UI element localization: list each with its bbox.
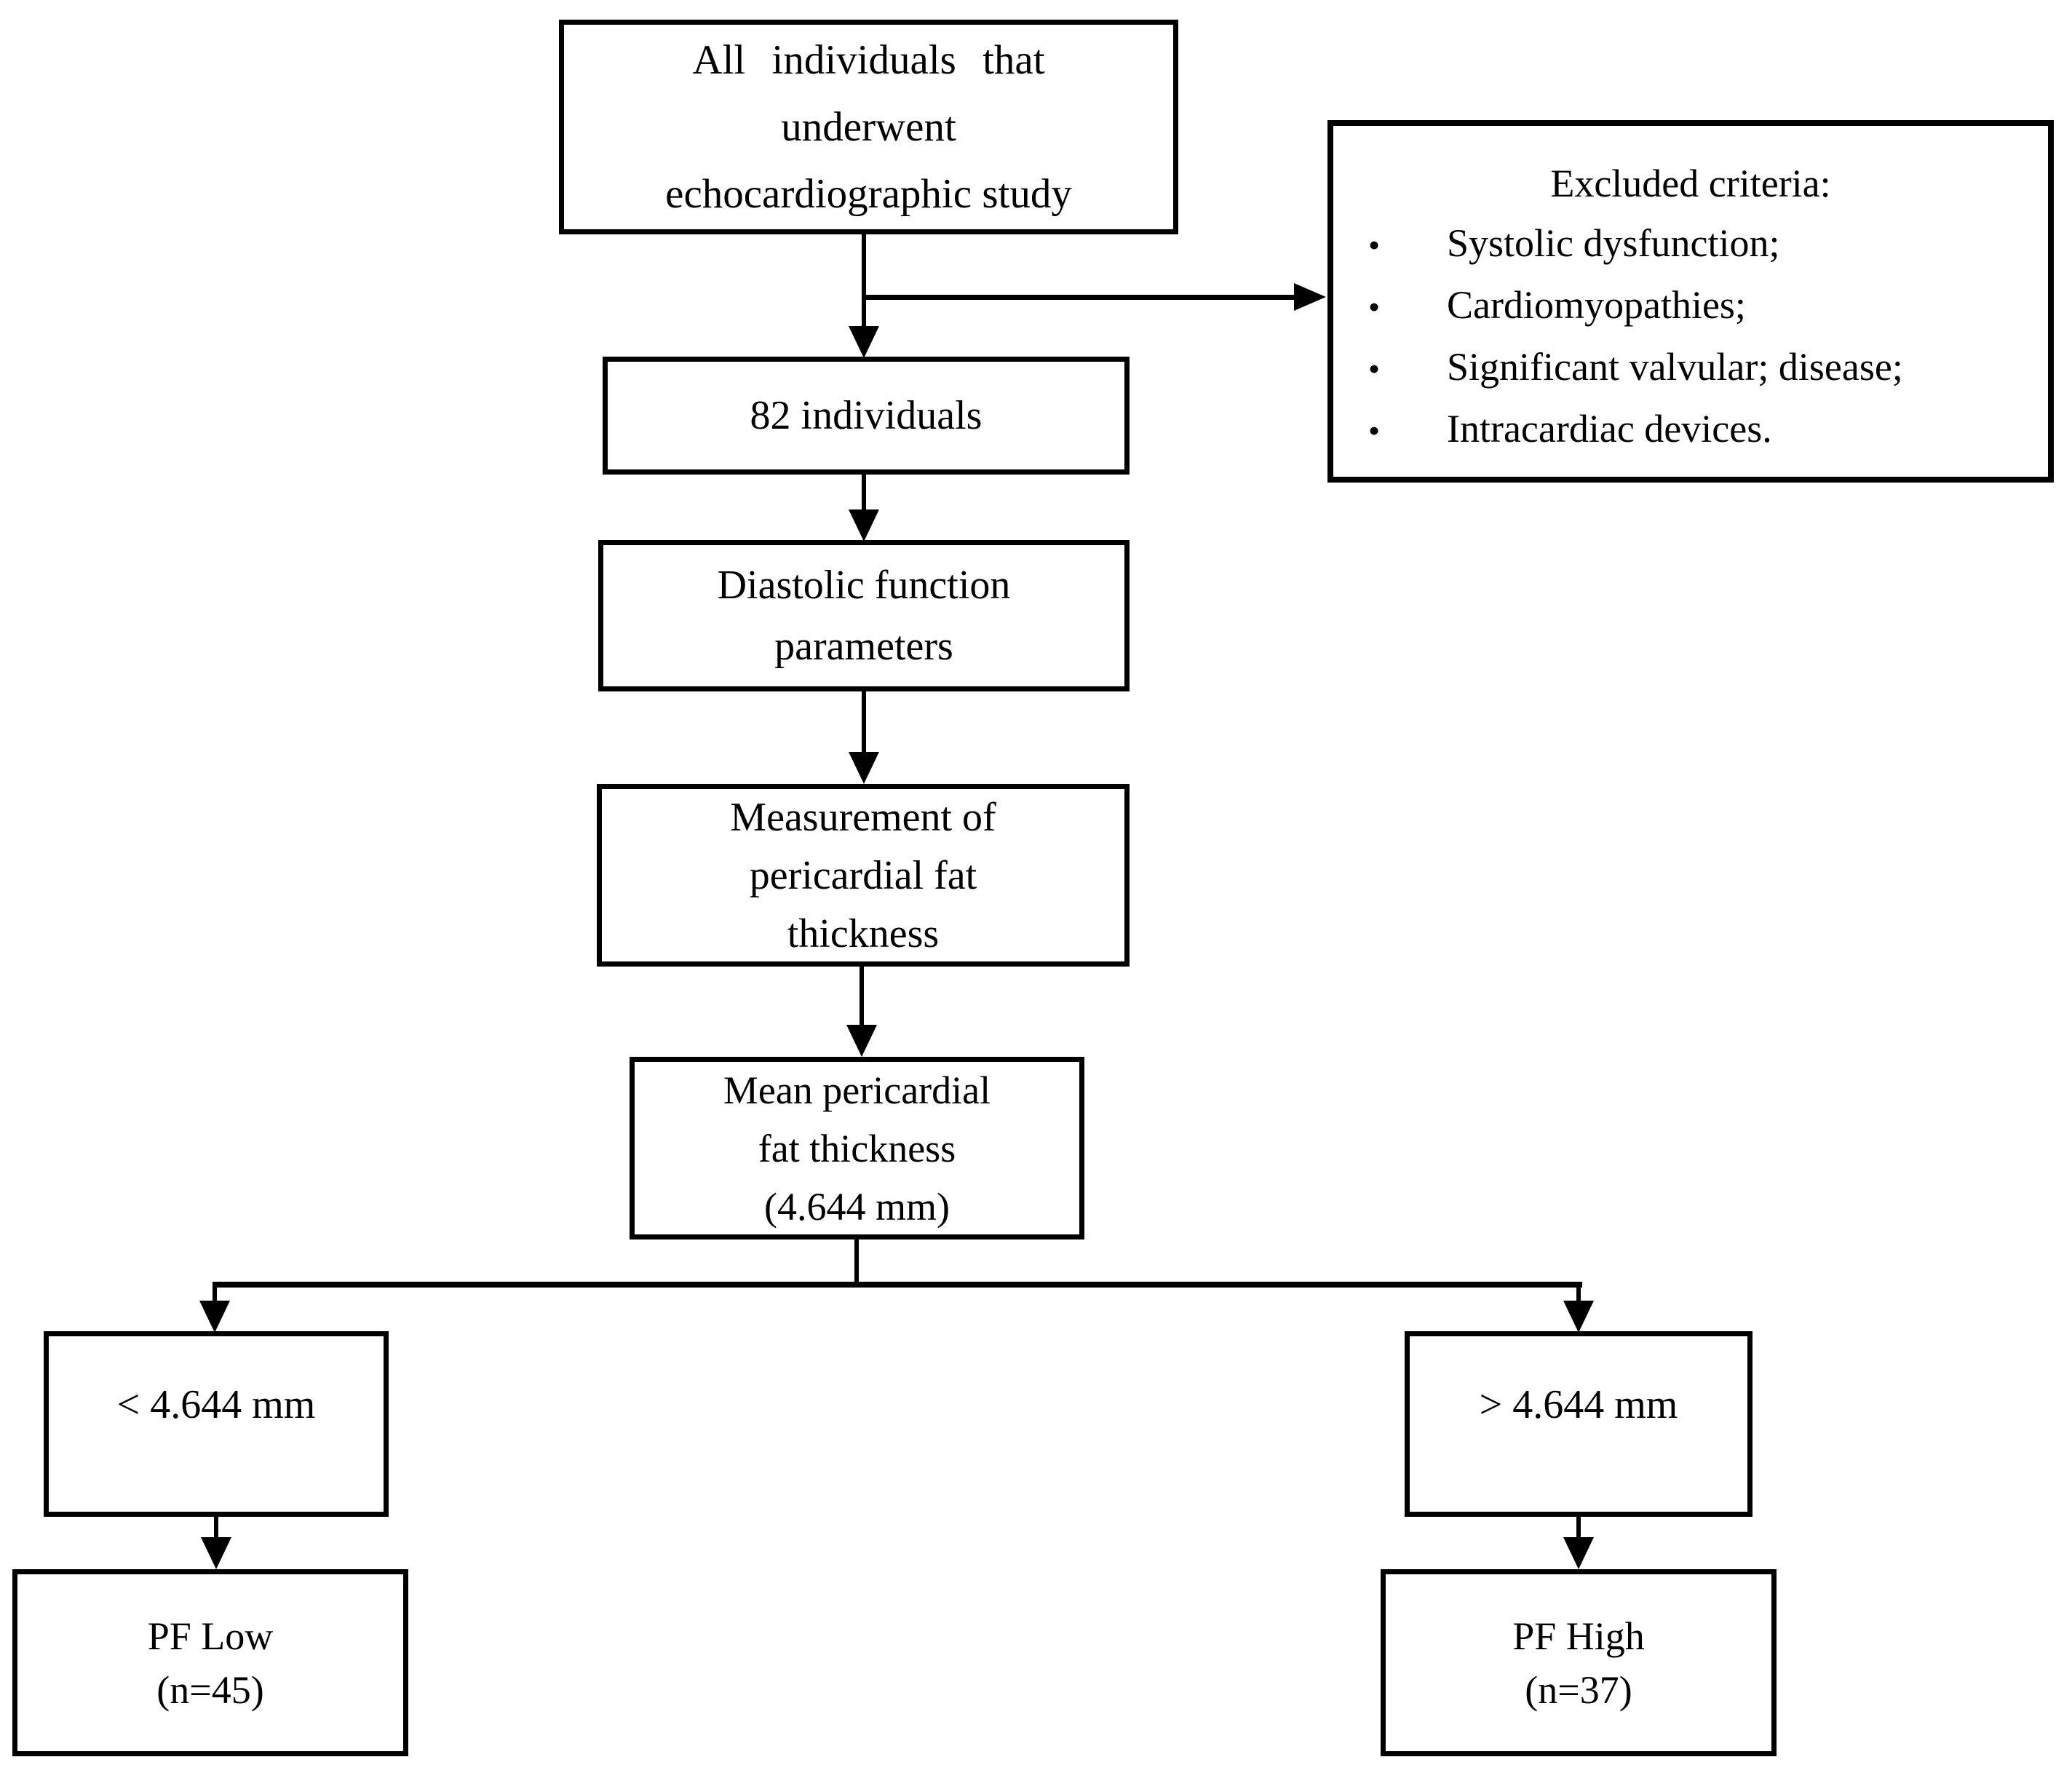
arrowhead-down-icon — [849, 326, 879, 358]
arrowhead-down-icon — [849, 509, 879, 542]
connector-low-to-pflow — [214, 1517, 218, 1540]
arrowhead-down-icon — [846, 1025, 877, 1057]
bullet-icon: • — [1368, 288, 1381, 325]
node-82-individuals-label: 82 individuals — [750, 393, 983, 438]
arrowhead-down-icon — [1563, 1537, 1594, 1569]
excluded-item-text: Systolic dysfunction; — [1447, 221, 1780, 265]
node-all-individuals: All individuals that underwent echocardi… — [559, 20, 1178, 234]
node-above-threshold: > 4.644 mm — [1405, 1331, 1753, 1517]
node-pf-high: PF High (n=37) — [1381, 1569, 1777, 1756]
node-below-threshold: < 4.644 mm — [44, 1331, 389, 1517]
connector-top-to-82 — [862, 234, 866, 326]
node-above-threshold-label: > 4.644 mm — [1479, 1382, 1678, 1427]
node-pf-high-line2: (n=37) — [1525, 1667, 1632, 1712]
connector-branch-to-low — [213, 1288, 217, 1304]
excluded-item-row: • Cardiomyopathies; — [1348, 275, 2033, 337]
connector-branch-to-high — [1576, 1288, 1581, 1304]
node-below-threshold-label: < 4.644 mm — [116, 1382, 316, 1427]
node-mean-thickness: Mean pericardial fat thickness (4.644 mm… — [630, 1057, 1084, 1239]
connector-high-to-pfhigh — [1576, 1517, 1581, 1540]
arrowhead-down-icon — [199, 1301, 230, 1333]
node-excluded-criteria: Excluded criteria: • Systolic dysfunctio… — [1327, 120, 2054, 483]
connector-mean-to-branch — [854, 1239, 859, 1285]
node-measurement-line3: thickness — [787, 911, 940, 956]
connector-diastolic-to-measurement — [862, 691, 866, 753]
node-pf-low: PF Low (n=45) — [12, 1569, 408, 1756]
bullet-icon: • — [1368, 350, 1381, 387]
connector-82-to-diastolic — [862, 475, 866, 511]
node-mean-line2: fat thickness — [758, 1126, 956, 1170]
node-mean-line1: Mean pericardial — [723, 1068, 991, 1112]
node-diastolic-line2: parameters — [774, 624, 953, 669]
excluded-item-text: Cardiomyopathies; — [1447, 283, 1746, 327]
arrowhead-right-icon — [1294, 283, 1326, 311]
node-all-individuals-line1: All individuals that — [692, 36, 1045, 83]
excluded-item-row: • Systolic dysfunction; — [1348, 213, 2033, 275]
bullet-icon: • — [1368, 412, 1381, 449]
connector-to-excluded — [862, 295, 1295, 300]
arrowhead-down-icon — [849, 752, 879, 784]
excluded-criteria-title: Excluded criteria: — [1550, 162, 1831, 205]
node-all-individuals-line2: underwent — [781, 103, 956, 150]
connector-measurement-to-mean — [860, 967, 864, 1026]
excluded-item-row: • Significant valvular; disease; — [1348, 337, 2033, 399]
arrowhead-down-icon — [1563, 1301, 1594, 1333]
node-pf-low-line2: (n=45) — [156, 1667, 264, 1712]
node-pf-high-line1: PF High — [1512, 1614, 1645, 1658]
node-measurement-line2: pericardial fat — [749, 852, 977, 898]
bullet-icon: • — [1368, 226, 1381, 263]
node-all-individuals-line3: echocardiographic study — [665, 170, 1072, 217]
node-measurement-line1: Measurement of — [730, 794, 996, 840]
node-measurement: Measurement of pericardial fat thickness — [597, 784, 1130, 967]
node-pf-low-line1: PF Low — [147, 1614, 274, 1658]
branch-line — [213, 1282, 1582, 1288]
excluded-item-text: Intracardiac devices. — [1447, 407, 1772, 451]
node-mean-line3: (4.644 mm) — [764, 1184, 950, 1229]
node-diastolic-line1: Diastolic function — [717, 563, 1011, 608]
node-82-individuals: 82 individuals — [603, 357, 1130, 475]
excluded-item-text: Significant valvular; disease; — [1447, 345, 1903, 389]
node-diastolic-function: Diastolic function parameters — [598, 540, 1130, 691]
excluded-item-row: • Intracardiac devices. — [1348, 399, 2033, 461]
arrowhead-down-icon — [201, 1537, 231, 1569]
